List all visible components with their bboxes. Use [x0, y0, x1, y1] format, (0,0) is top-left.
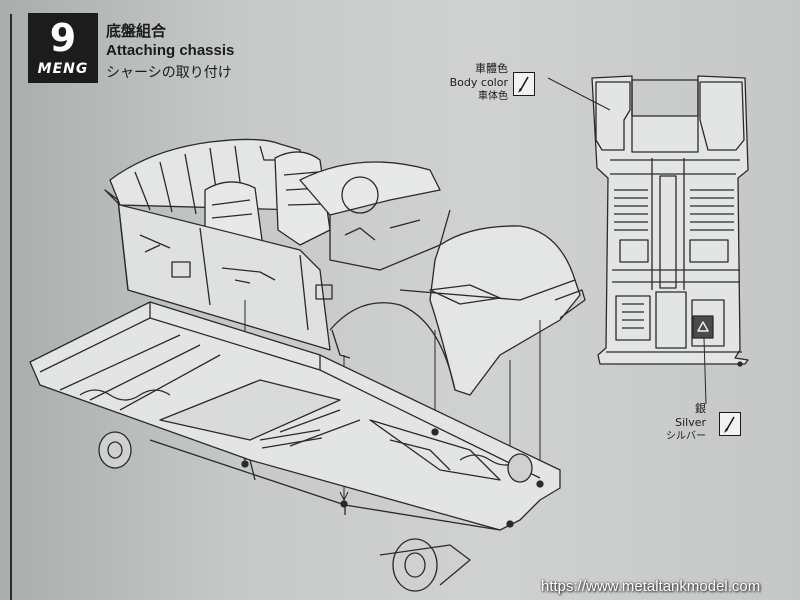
- silver-callout: 銀 Silver シルバー: [606, 402, 706, 444]
- silver-label-japanese: シルバー: [666, 431, 706, 442]
- page-border: [10, 14, 792, 600]
- body-color-label-english: Body color: [449, 76, 508, 89]
- step-title-chinese: 底盤組合: [106, 22, 167, 40]
- step-title-english: Attaching chassis: [106, 42, 235, 59]
- body-color-callout: 車體色 Body color 車体色: [428, 62, 508, 104]
- step-number: 9: [49, 16, 77, 60]
- paint-brush-icon: [513, 72, 535, 96]
- paint-brush-icon: [719, 412, 741, 436]
- body-color-label-japanese: 車体色: [478, 91, 508, 102]
- silver-label-chinese: 銀: [695, 402, 706, 415]
- underside-view: [547, 75, 749, 405]
- vehicle-body: [104, 138, 586, 396]
- silver-highlight-part: [692, 315, 714, 339]
- watermark-url: https://www.metaltankmodel.com: [541, 578, 761, 595]
- step-badge: 9 MENG: [28, 13, 98, 83]
- body-color-label-chinese: 車體色: [475, 62, 508, 75]
- brand-logo: MENG: [37, 61, 89, 77]
- chassis-frame: [29, 301, 561, 592]
- step-title-japanese: シャーシの取り付け: [106, 65, 232, 81]
- silver-label-english: Silver: [675, 416, 706, 429]
